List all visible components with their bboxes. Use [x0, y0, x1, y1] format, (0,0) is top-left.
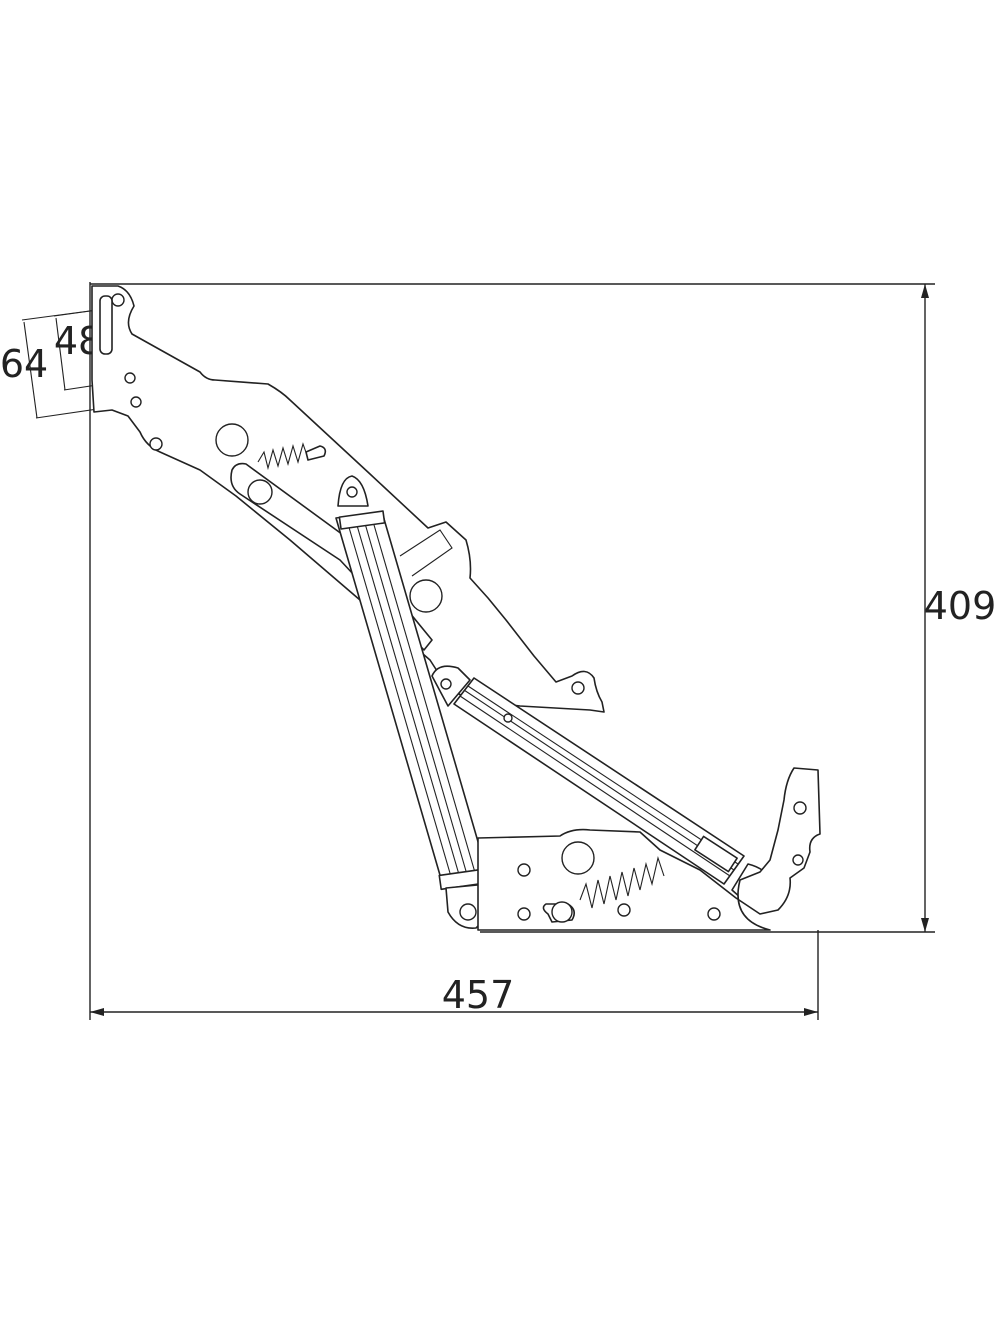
gas-strut-right-top-eye-hole	[440, 678, 452, 690]
upper-bracket-mid-hole	[409, 579, 443, 613]
gas-strut-right-line-3	[467, 685, 739, 865]
link-arm-pivot	[247, 479, 273, 505]
gas-strut-left-line-1	[347, 523, 453, 881]
base-plate-hole-2	[517, 907, 531, 921]
gas-strut-right-collar	[694, 835, 738, 873]
gas-strut-right-line-1	[459, 695, 731, 877]
hole-spacing-dimensions: 64 48	[0, 307, 133, 419]
base-plate	[477, 767, 821, 931]
gas-strut-left-line-3	[363, 519, 469, 879]
upper-spring-hook	[305, 445, 327, 461]
upper-bracket-slot	[99, 295, 113, 355]
width-arrow-left	[90, 1008, 104, 1016]
base-plate-large-hole	[561, 841, 595, 875]
upper-bracket-hole-3	[149, 437, 163, 451]
upper-bracket-hole-2	[130, 396, 142, 408]
height-dimension: 409	[90, 283, 997, 933]
gas-strut-right-body	[453, 677, 745, 885]
height-arrow-top	[921, 284, 929, 298]
upper-bracket-tab-hole	[571, 681, 585, 695]
upper-spring-coils	[257, 442, 309, 471]
base-plate-hole-6	[792, 854, 804, 866]
gas-strut-left-line-4	[371, 517, 477, 877]
gas-strut-right-marker	[503, 713, 513, 723]
gas-strut-left-bottom-eye-hole	[459, 903, 477, 921]
spacing-48-dim-line	[55, 317, 66, 391]
spacing-64-label: 64	[0, 342, 48, 386]
upper-bracket-hole-1	[124, 372, 136, 384]
upper-bracket-hole-top	[111, 293, 125, 307]
height-arrow-bottom	[921, 918, 929, 932]
width-dimension: 457	[89, 282, 819, 1020]
lower-spring-coils	[579, 855, 665, 909]
gas-strut-left-top-eye-hole	[346, 486, 358, 498]
width-arrow-right	[804, 1008, 818, 1016]
upper-spring	[257, 442, 327, 471]
lower-spring	[542, 855, 665, 923]
spacing-64-dim-line	[23, 321, 38, 419]
upper-bracket-fold	[399, 529, 453, 577]
base-plate-hole-1	[517, 863, 531, 877]
height-label: 409	[924, 584, 997, 628]
width-label: 457	[442, 973, 515, 1017]
gas-strut-left-line-2	[355, 521, 461, 879]
gas-strut-left-collar-top	[338, 510, 386, 530]
upper-bracket-large-hole	[215, 423, 249, 457]
base-plate-hole-4	[707, 907, 721, 921]
lower-spring-anchor	[551, 901, 573, 923]
base-plate-outline	[477, 767, 821, 931]
base-plate-hole-5	[793, 801, 807, 815]
base-plate-hole-3	[617, 903, 631, 917]
